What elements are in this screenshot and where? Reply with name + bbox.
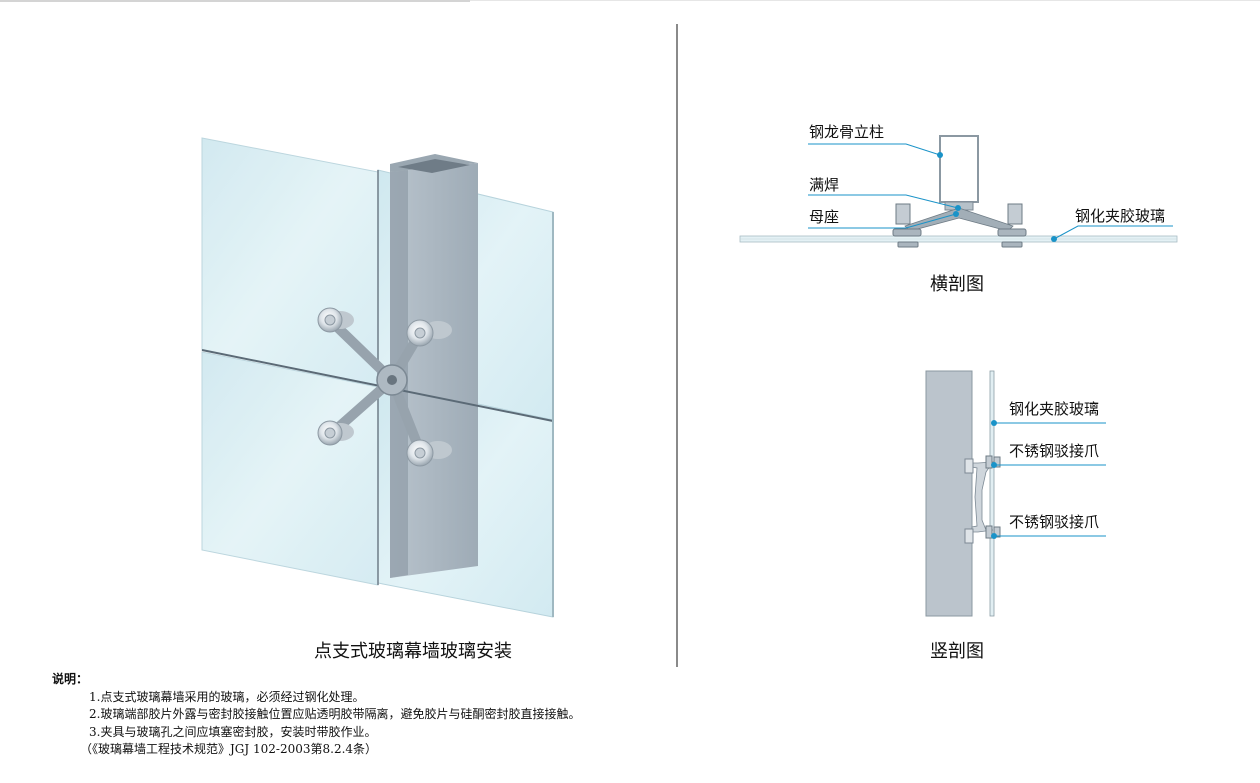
notes-reference: （《玻璃幕墙工程技术规范》JGJ 102-2003第8.2.4条）: [80, 742, 378, 756]
spider-bolt-bottom-left: [317, 420, 354, 446]
note-item-3: 3.夹具与玻璃孔之间应填塞密封胶，安装时带胶作业。: [89, 724, 377, 739]
label-spider-top: 不锈钢驳接爪: [1009, 442, 1100, 460]
notes-title: 说明：: [52, 672, 89, 686]
label-spider-bottom: 不锈钢驳接爪: [1009, 513, 1100, 531]
vertical-section-drawing: [925, 370, 1106, 617]
note-item-1: 1.点支式玻璃幕墙采用的玻璃，必须经过钢化处理。: [89, 689, 365, 704]
label-steel-column: 钢龙骨立柱: [809, 123, 885, 141]
spider-bolt-top-left: [317, 307, 354, 333]
notes-section: 说明： 1.点支式玻璃幕墙采用的玻璃，必须经过钢化处理。 2.玻璃端部胶片外露与…: [52, 671, 580, 759]
label-full-weld: 满焊: [809, 176, 840, 194]
panel-divider: [676, 24, 678, 667]
spider-bolt-bottom-right: [406, 439, 452, 467]
illustration-caption: 点支式玻璃幕墙玻璃安装: [314, 641, 512, 662]
top-border: [0, 0, 1260, 1]
top-border-accent: [0, 0, 470, 2]
cross-section-drawing: [739, 135, 1178, 248]
label-base: 母座: [809, 208, 840, 226]
note-item-2: 2.玻璃端部胶片外露与密封胶接触位置应贴透明胶带隔离，避免胶片与硅酮密封胶直接接…: [89, 707, 581, 721]
spider-bolt-top-right: [406, 319, 452, 347]
glass-install-illustration: [201, 137, 554, 618]
label-glass-vertical: 钢化夹胶玻璃: [1009, 400, 1100, 418]
cross-section-caption: 横剖图: [930, 274, 984, 295]
vertical-section-caption: 竖剖图: [930, 641, 984, 662]
label-glass-cross: 钢化夹胶玻璃: [1075, 207, 1166, 225]
